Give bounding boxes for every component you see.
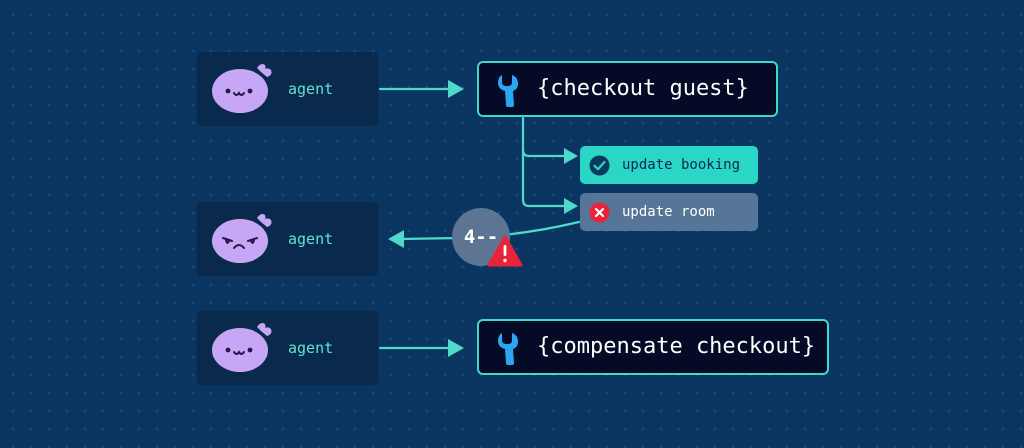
happy-blob-icon [212, 64, 272, 113]
check-circle-icon [589, 155, 610, 176]
arrowhead-update-booking [564, 148, 578, 164]
agent-label: agent [288, 230, 334, 248]
step-label: update booking [622, 157, 741, 173]
tool-label: {compensate checkout} [537, 334, 816, 359]
x-circle-icon [589, 202, 610, 223]
tool-label: {checkout guest} [537, 76, 749, 101]
branch-to-update-room [521, 148, 568, 208]
agent-label: agent [288, 339, 334, 357]
arrowhead-checkout [448, 80, 464, 98]
arrowhead-compensate [448, 339, 464, 357]
step-update-booking: update booking [580, 146, 758, 184]
agent-card-1: agent [197, 52, 378, 126]
agent-card-3: agent [197, 311, 378, 385]
step-update-room: update room [580, 193, 758, 231]
branch-to-update-booking [521, 116, 568, 158]
sad-blob-icon [212, 214, 272, 263]
error-badge [452, 208, 523, 267]
arrowhead-agent-return [388, 230, 404, 248]
agent-card-2: agent [197, 202, 378, 276]
warning-triangle-icon [487, 235, 523, 267]
arrowhead-update-room [564, 198, 578, 214]
agent-label: agent [288, 80, 334, 98]
step-label: update room [622, 204, 715, 220]
wrench-icon [498, 75, 518, 107]
tool-checkout-guest: {checkout guest} [477, 61, 778, 117]
error-code: 4-- [463, 226, 499, 248]
wrench-icon [498, 333, 518, 365]
tool-compensate-checkout: {compensate checkout} [477, 319, 829, 375]
happy-blob-icon [212, 323, 272, 372]
